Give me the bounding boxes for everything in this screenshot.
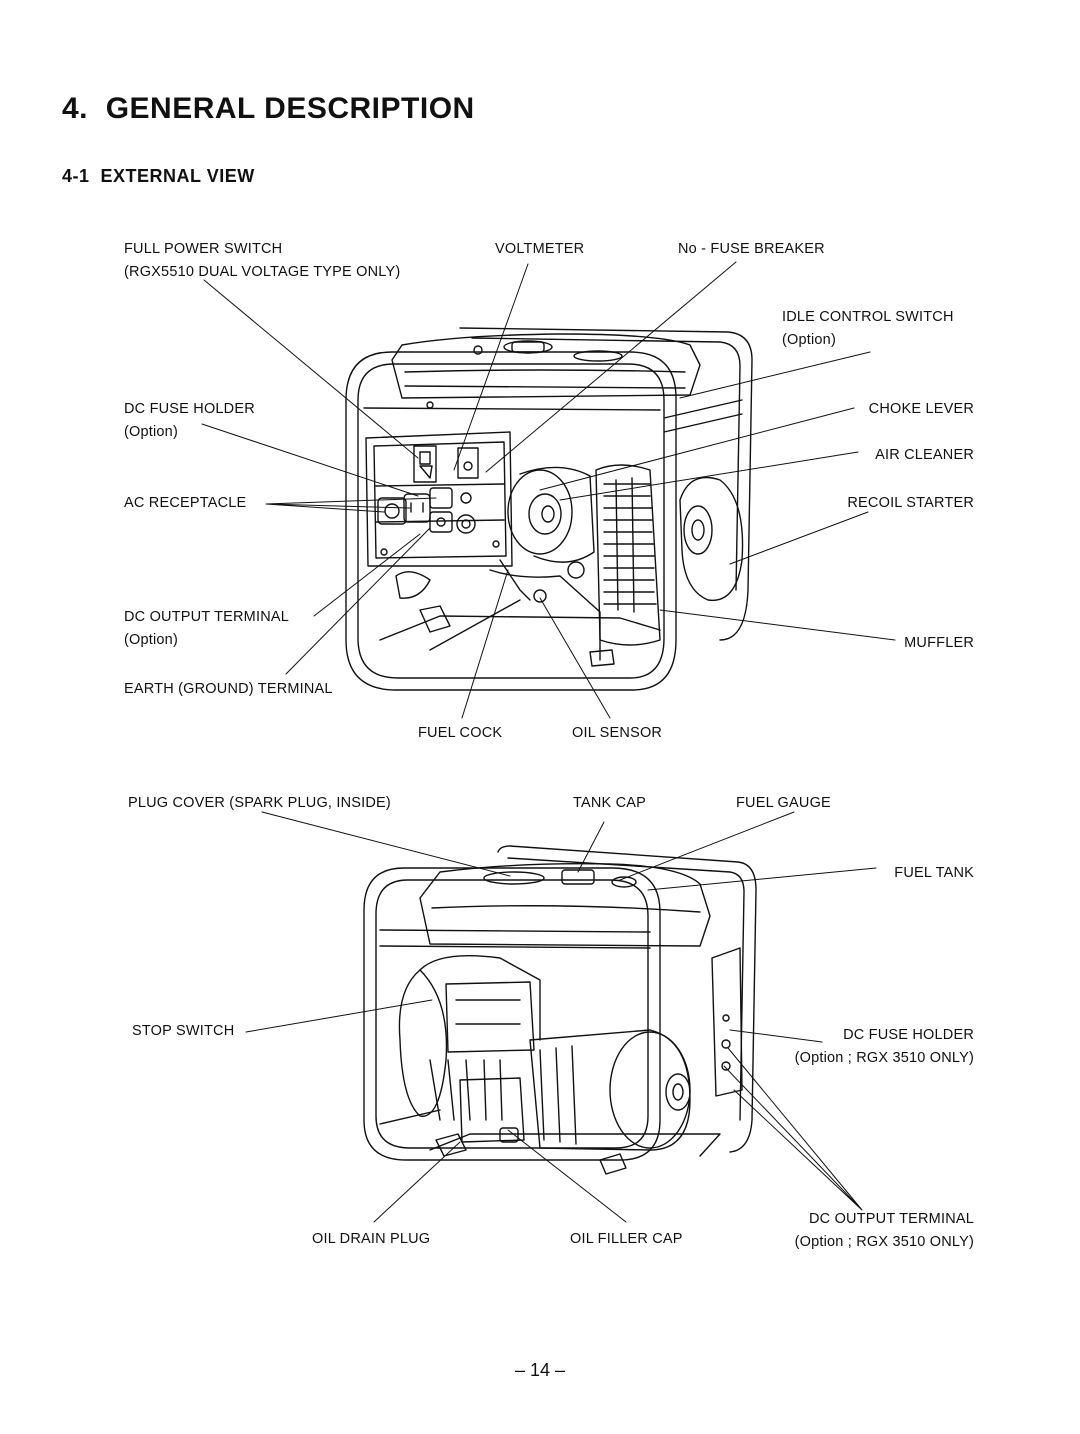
label-dc-output-terminal-rgx3510: DC OUTPUT TERMINAL (Option ; RGX 3510 ON…: [794, 1211, 974, 1250]
label-oil-filler-cap: OIL FILLER CAP: [570, 1231, 683, 1247]
label-choke-lever: CHOKE LEVER: [868, 401, 974, 417]
label-idle-control-switch: IDLE CONTROL SWITCH (Option): [782, 309, 954, 348]
label-fuel-cock: FUEL COCK: [418, 725, 503, 741]
page-number: – 14 –: [514, 1360, 566, 1380]
label-air-cleaner: AIR CLEANER: [875, 447, 974, 463]
label-dc-output-terminal: DC OUTPUT TERMINAL (Option): [124, 609, 289, 648]
label-oil-sensor: OIL SENSOR: [572, 725, 663, 741]
label-recoil-starter: RECOIL STARTER: [847, 495, 974, 511]
bottom-leader-lines: [245, 811, 877, 1223]
top-leader-lines: [201, 261, 896, 719]
generator-bottom-illustration: [363, 845, 757, 1175]
label-tank-cap: TANK CAP: [573, 795, 647, 811]
label-fuel-tank: FUEL TANK: [894, 865, 974, 881]
section-title: 4. GENERAL DESCRIPTION: [62, 92, 475, 125]
generator-top-illustration: [345, 327, 753, 691]
label-stop-switch: STOP SWITCH: [132, 1023, 235, 1039]
label-oil-drain-plug: OIL DRAIN PLUG: [312, 1231, 431, 1247]
subsection-title: 4-1 EXTERNAL VIEW: [62, 166, 255, 186]
label-ac-receptacle: AC RECEPTACLE: [124, 495, 247, 511]
label-muffler: MUFFLER: [904, 635, 974, 651]
label-dc-fuse-holder-rgx3510: DC FUSE HOLDER (Option ; RGX 3510 ONLY): [794, 1027, 974, 1066]
label-earth-terminal: EARTH (GROUND) TERMINAL: [124, 681, 333, 697]
label-voltmeter: VOLTMETER: [495, 241, 585, 257]
label-no-fuse-breaker: No - FUSE BREAKER: [678, 241, 825, 257]
label-full-power-switch: FULL POWER SWITCH (RGX5510 DUAL VOLTAGE …: [124, 241, 401, 280]
label-plug-cover: PLUG COVER (SPARK PLUG, INSIDE): [128, 795, 391, 811]
label-fuel-gauge: FUEL GAUGE: [736, 795, 831, 811]
label-dc-fuse-holder: DC FUSE HOLDER (Option): [124, 401, 255, 440]
